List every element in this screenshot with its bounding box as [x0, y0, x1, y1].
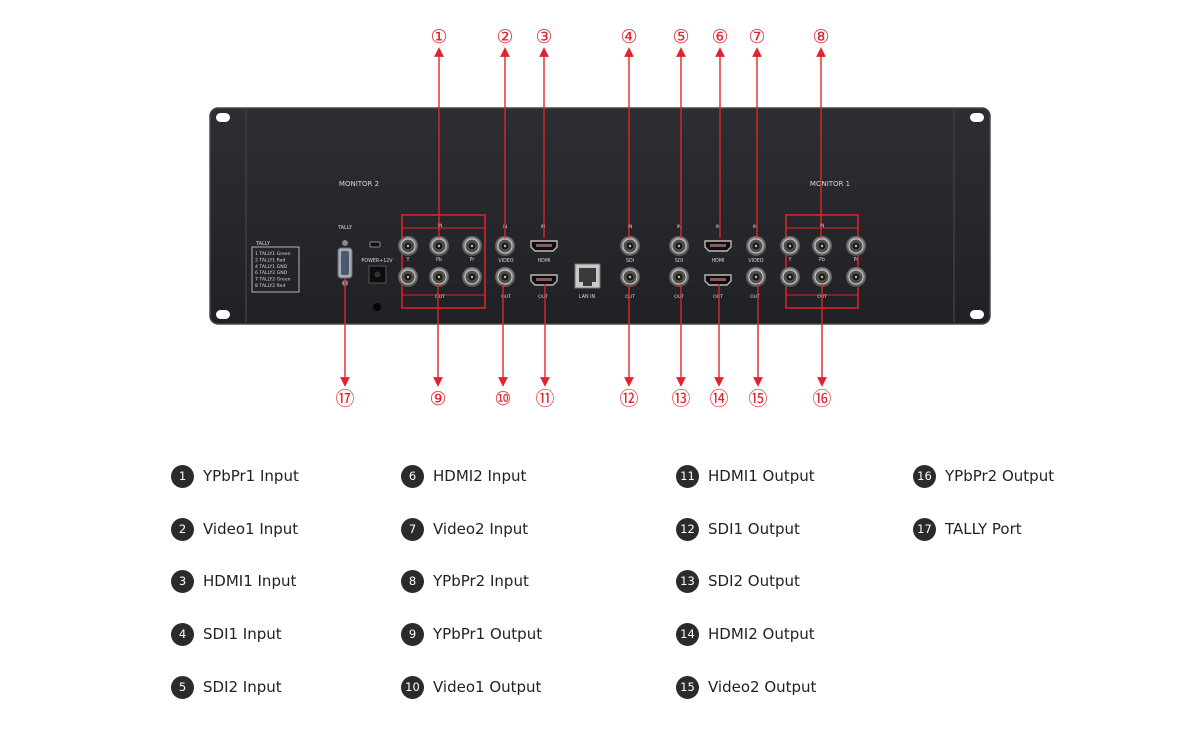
in-label: IN [716, 224, 721, 230]
tally-pin-row: 2 TALLY1 Red [255, 257, 285, 263]
tally-port-label: TALLY [337, 225, 353, 231]
in-label: IN [753, 224, 758, 230]
tally-pin-row: 8 TALLY2 Red [255, 283, 285, 289]
out-label: OUT [501, 294, 511, 300]
ypbpr1-pb-out-connector[interactable] [429, 267, 449, 287]
callout-number-11: ⑪ [535, 388, 554, 410]
pb-label: Pb [436, 257, 442, 263]
lan-label: LAN IN [579, 294, 596, 300]
hdmi2-out-connector[interactable] [704, 274, 732, 286]
tally-pin-row: 7 TALLY2 Green [255, 277, 291, 283]
ypbpr2-y-out-connector[interactable] [780, 267, 800, 287]
ypbpr2-pr-out-connector[interactable] [846, 267, 866, 287]
power-port[interactable] [368, 241, 387, 311]
in-label: IN [677, 224, 682, 230]
out-label: OUT [750, 294, 760, 300]
sdi2-in-connector[interactable] [669, 236, 689, 256]
out-label: OUT [713, 294, 723, 300]
callout-number-17: ⑰ [335, 388, 354, 410]
y-label: Y [788, 257, 792, 263]
lan-port[interactable] [574, 263, 601, 289]
monitor-2-label: MONITOR 2 [339, 180, 379, 188]
mount-hole [970, 113, 984, 122]
ypbpr2-y-in-connector[interactable] [780, 236, 800, 256]
in-label: IN [628, 224, 633, 230]
callout-number-1: ① [430, 26, 447, 48]
ypbpr1-highlight [401, 214, 486, 309]
ypbpr1-y-out-connector[interactable] [398, 267, 418, 287]
video2-out-connector[interactable] [746, 267, 766, 287]
sdi1-in-connector[interactable] [620, 236, 640, 256]
pr-label: Pr [470, 257, 475, 263]
callout-number-7: ⑦ [748, 26, 765, 48]
video-label: VIDEO [748, 258, 763, 264]
hdmi1-in-connector[interactable] [530, 240, 558, 252]
callout-number-5: ⑤ [672, 26, 689, 48]
sdi2-out-connector[interactable] [669, 267, 689, 287]
in-label: IN [438, 223, 443, 229]
callout-number-6: ⑥ [711, 26, 728, 48]
callout-number-10: ⑩ [494, 388, 511, 410]
in-label: IN [820, 223, 825, 229]
ypbpr2-pr-in-connector[interactable] [846, 236, 866, 256]
sdi1-out-connector[interactable] [620, 267, 640, 287]
callout-number-8: ⑧ [812, 26, 829, 48]
hdmi1-out-connector[interactable] [530, 274, 558, 286]
ypbpr1-pr-out-connector[interactable] [462, 267, 482, 287]
callout-number-12: ⑫ [619, 388, 638, 410]
callout-number-16: ⑯ [812, 388, 831, 410]
callout-number-14: ⑭ [709, 388, 728, 410]
callout-number-4: ④ [620, 26, 637, 48]
ypbpr2-pb-in-connector[interactable] [812, 236, 832, 256]
device-panel [209, 107, 991, 325]
video1-out-connector[interactable] [495, 267, 515, 287]
ypbpr1-pr-in-connector[interactable] [462, 236, 482, 256]
tally-pin-row: 6 TALLY2 GND [255, 270, 288, 276]
ypbpr2-pb-out-connector[interactable] [812, 267, 832, 287]
hdmi-label: HDMI [538, 258, 551, 264]
ypbpr1-y-in-connector[interactable] [398, 236, 418, 256]
video1-in-connector[interactable] [495, 236, 515, 256]
tally-pin-row: 1 TALLY1 Green [255, 251, 291, 257]
sdi-label: SDI [626, 258, 634, 264]
pr-label: Pr [854, 257, 859, 263]
tally-pin-row: 4 TALLY1 GND [255, 264, 288, 270]
power-label: POWER+12V [361, 258, 393, 264]
video2-in-connector[interactable] [746, 236, 766, 256]
tally-table-title: TALLY [255, 241, 271, 247]
out-label: OUT [538, 294, 548, 300]
mount-hole [970, 310, 984, 319]
in-label: IN [541, 224, 546, 230]
out-label: OUT [674, 294, 684, 300]
mount-hole [216, 113, 230, 122]
monitor-1-label: MONITOR 1 [810, 180, 850, 188]
ypbpr1-pb-in-connector[interactable] [429, 236, 449, 256]
pb-label: Pb [819, 257, 825, 263]
mount-hole [216, 310, 230, 319]
callout-number-2: ② [496, 26, 513, 48]
hdmi-label: HDMI [712, 258, 725, 264]
out-label: OUT [625, 294, 635, 300]
hdmi2-in-connector[interactable] [704, 240, 732, 252]
sdi-label: SDI [675, 258, 683, 264]
video-label: VIDEO [498, 258, 513, 264]
callout-number-9: ⑨ [429, 388, 446, 410]
callout-number-3: ③ [535, 26, 552, 48]
y-label: Y [406, 257, 410, 263]
out-label: OUT [435, 294, 445, 300]
callout-number-13: ⑬ [671, 388, 690, 410]
callout-number-15: ⑮ [748, 388, 767, 410]
